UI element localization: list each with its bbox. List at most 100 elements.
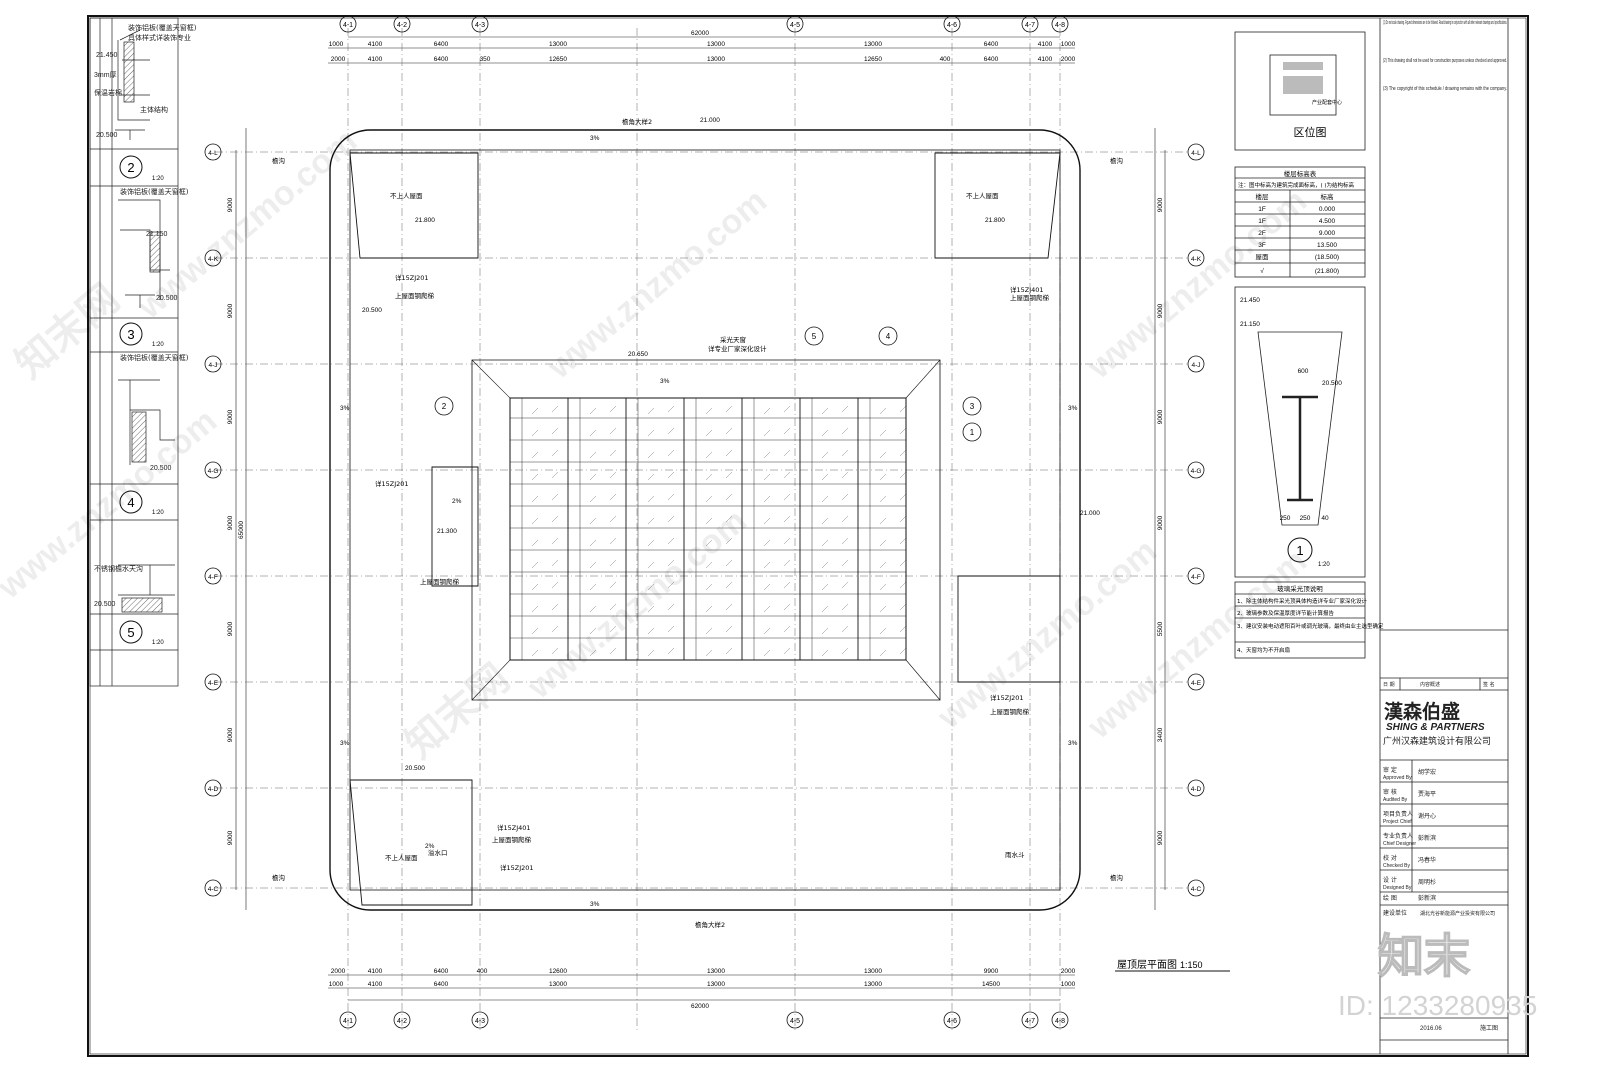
tb-row0-cn: 审 定 [1383, 766, 1397, 774]
elev-sw: 20.500 [405, 765, 425, 772]
slope-w: 3% [340, 405, 350, 412]
dim-bot-r1-3: 400 [477, 968, 488, 975]
dim-top-r1-8: 1000 [1061, 41, 1076, 48]
detail1-dim-1: 250 [1280, 515, 1291, 522]
floor-r4c1: (18.500) [1315, 254, 1339, 261]
detail1-label: 1 1:20 [1287, 537, 1330, 568]
dim-bot-r2-4: 13000 [707, 981, 725, 988]
tb-row0-name: 胡学宏 [1418, 768, 1436, 776]
tb-row2-en: Project Chief [1383, 819, 1412, 825]
sheet-border [87, 15, 1529, 1057]
grid-right-6: 4-E [1191, 680, 1202, 687]
floor-r5c1: (21.800) [1315, 268, 1339, 275]
detail-label-4: 4 [127, 495, 134, 510]
tb-note-en-1: (1) Do not scale drawing. Figured dimens… [1383, 20, 1507, 26]
glass-notes-title: 玻璃采光顶说明 [1277, 584, 1323, 593]
drawing-title-text: 屋顶层平面图 [1117, 959, 1177, 971]
dim-bot-r2-1: 4100 [368, 981, 383, 988]
roof-outline [329, 129, 1081, 911]
detail-label-2: 2 [127, 160, 134, 175]
dim-top-r2-3: 350 [480, 56, 491, 63]
slope-s: 3% [590, 901, 600, 908]
label-drain-ref-e: 详15ZJ201 [990, 693, 1024, 702]
floor-r3c0: 3F [1258, 242, 1266, 249]
dim-bot-r1-4: 12600 [549, 968, 567, 975]
tb-row1-cn: 审 核 [1383, 788, 1397, 796]
label-edge-ref-top: 檐角大样2 [622, 117, 652, 126]
keyplan-hatch-2 [1283, 76, 1323, 94]
dim-top-r1-1: 4100 [368, 41, 383, 48]
tb-date: 2016.06 [1420, 1026, 1442, 1032]
section-mark-2: 2 [442, 402, 447, 411]
dim-left-5: 9000 [227, 727, 234, 742]
tb-company-en: SHING & PARTNERS [1386, 722, 1485, 733]
floor-r3c1: 13.500 [1317, 242, 1337, 249]
grid-right-2: 4-K [1191, 256, 1202, 263]
dim-right-2: 9000 [1157, 409, 1164, 424]
floor-r5c0: √ [1260, 267, 1264, 275]
section-mark-3: 3 [970, 402, 975, 411]
detail-elev-3: 21.150 [146, 231, 168, 238]
label-no-access-nw: 不上人屋面 [390, 191, 423, 200]
tb-row4-en: Checked By [1383, 863, 1410, 869]
detail-elev-5: 20.500 [150, 465, 172, 472]
label-skylight-note: 详专业厂家深化设计 [708, 344, 767, 353]
tb-row3-en: Chief Designer [1383, 841, 1416, 847]
label-drain-ref-nw: 详15ZJ201 [395, 273, 429, 282]
detail1-elev-0: 21.450 [1240, 297, 1260, 304]
elev-ne: 21.800 [985, 217, 1005, 224]
keyplan-hatch-1 [1283, 62, 1323, 70]
label-drain-se: 雨水斗 [1005, 850, 1025, 859]
elev-nw: 21.800 [415, 217, 435, 224]
label-gutter-nw: 檐沟 [272, 156, 285, 165]
glass-note-2: 2、玻璃参数及保温厚度详节能计算报告 [1237, 609, 1335, 617]
grid-right-7: 4-D [1191, 786, 1202, 793]
floor-r2c1: 9.000 [1319, 230, 1336, 237]
label-edge-ref-bot: 檐角大样2 [695, 920, 725, 929]
tb-row3-name: 彭新滨 [1418, 834, 1436, 842]
detail-note-4: 3mm厚 [94, 71, 117, 79]
dim-bot-r1-8: 2000 [1061, 968, 1076, 975]
dim-left-2: 9000 [227, 409, 234, 424]
label-no-access-sw: 不上人屋面 [385, 853, 418, 862]
detail1-dim-0: 600 [1298, 368, 1309, 375]
keyplan-label: 产业配套中心 [1312, 99, 1342, 106]
dim-left-4: 9000 [227, 621, 234, 636]
dim-top-r1-0: 1000 [329, 41, 344, 48]
tb-rev-date: 日 期 [1383, 682, 1395, 688]
detail-label-5: 5 [127, 625, 134, 640]
detail-note-1b: 装饰铝板(覆盖天窗框) [120, 187, 189, 196]
slope-n: 3% [590, 135, 600, 142]
detail-scale-4: 1:20 [152, 510, 164, 516]
grid-left-4: 4-G [208, 468, 219, 475]
slope-e: 3% [1068, 405, 1078, 412]
dim-right-0: 9000 [1157, 197, 1164, 212]
tb-row5-name: 周明杉 [1418, 878, 1436, 886]
grid-top-5: 4-5 [790, 22, 800, 29]
wm-logo: 知末 [1378, 929, 1470, 983]
grid-left-6: 4-E [208, 680, 219, 687]
floor-table-h0: 楼层 [1256, 192, 1270, 201]
detail-note-8: 不锈钢檐水天沟 [94, 564, 143, 573]
glass-note-4: 4、天窗均为不开启扇 [1237, 646, 1290, 654]
elev-e: 21.000 [1080, 510, 1100, 517]
keyplan-title: 区位图 [1294, 125, 1327, 139]
dim-top-r2-10: 2000 [1061, 56, 1076, 63]
label-skylight: 采光天窗 [720, 335, 746, 344]
elev-w: 21.300 [437, 528, 457, 535]
wm-site-1: www.znzmo.com [130, 122, 364, 327]
dim-top-r2-2: 6400 [434, 56, 449, 63]
dim-top-r1-5: 13000 [864, 41, 882, 48]
wm-brand-1: 知末网 [7, 275, 128, 387]
tb-note-en-3: (3) The copyright of this schedule / dra… [1383, 86, 1507, 92]
detail-elev-6: 20.500 [94, 601, 116, 608]
wm-brand-2: 知末网 [397, 655, 518, 767]
detail-note-5: 保温岩棉 [94, 88, 122, 97]
grid-right-1: 4-L [1191, 150, 1201, 157]
dim-top-r2-7: 400 [940, 56, 951, 63]
floor-r2c0: 2F [1258, 230, 1266, 237]
section-mark-5: 5 [812, 332, 817, 341]
glass-note-3: 3、建议安装电动遮阳百叶或调光玻璃，最终由业主选型确定 [1237, 622, 1384, 630]
grid-bot-5: 4-5 [790, 1018, 800, 1025]
floor-table-note: 注：图中标高为建筑完成面标高，( )为结构标高 [1238, 181, 1355, 189]
